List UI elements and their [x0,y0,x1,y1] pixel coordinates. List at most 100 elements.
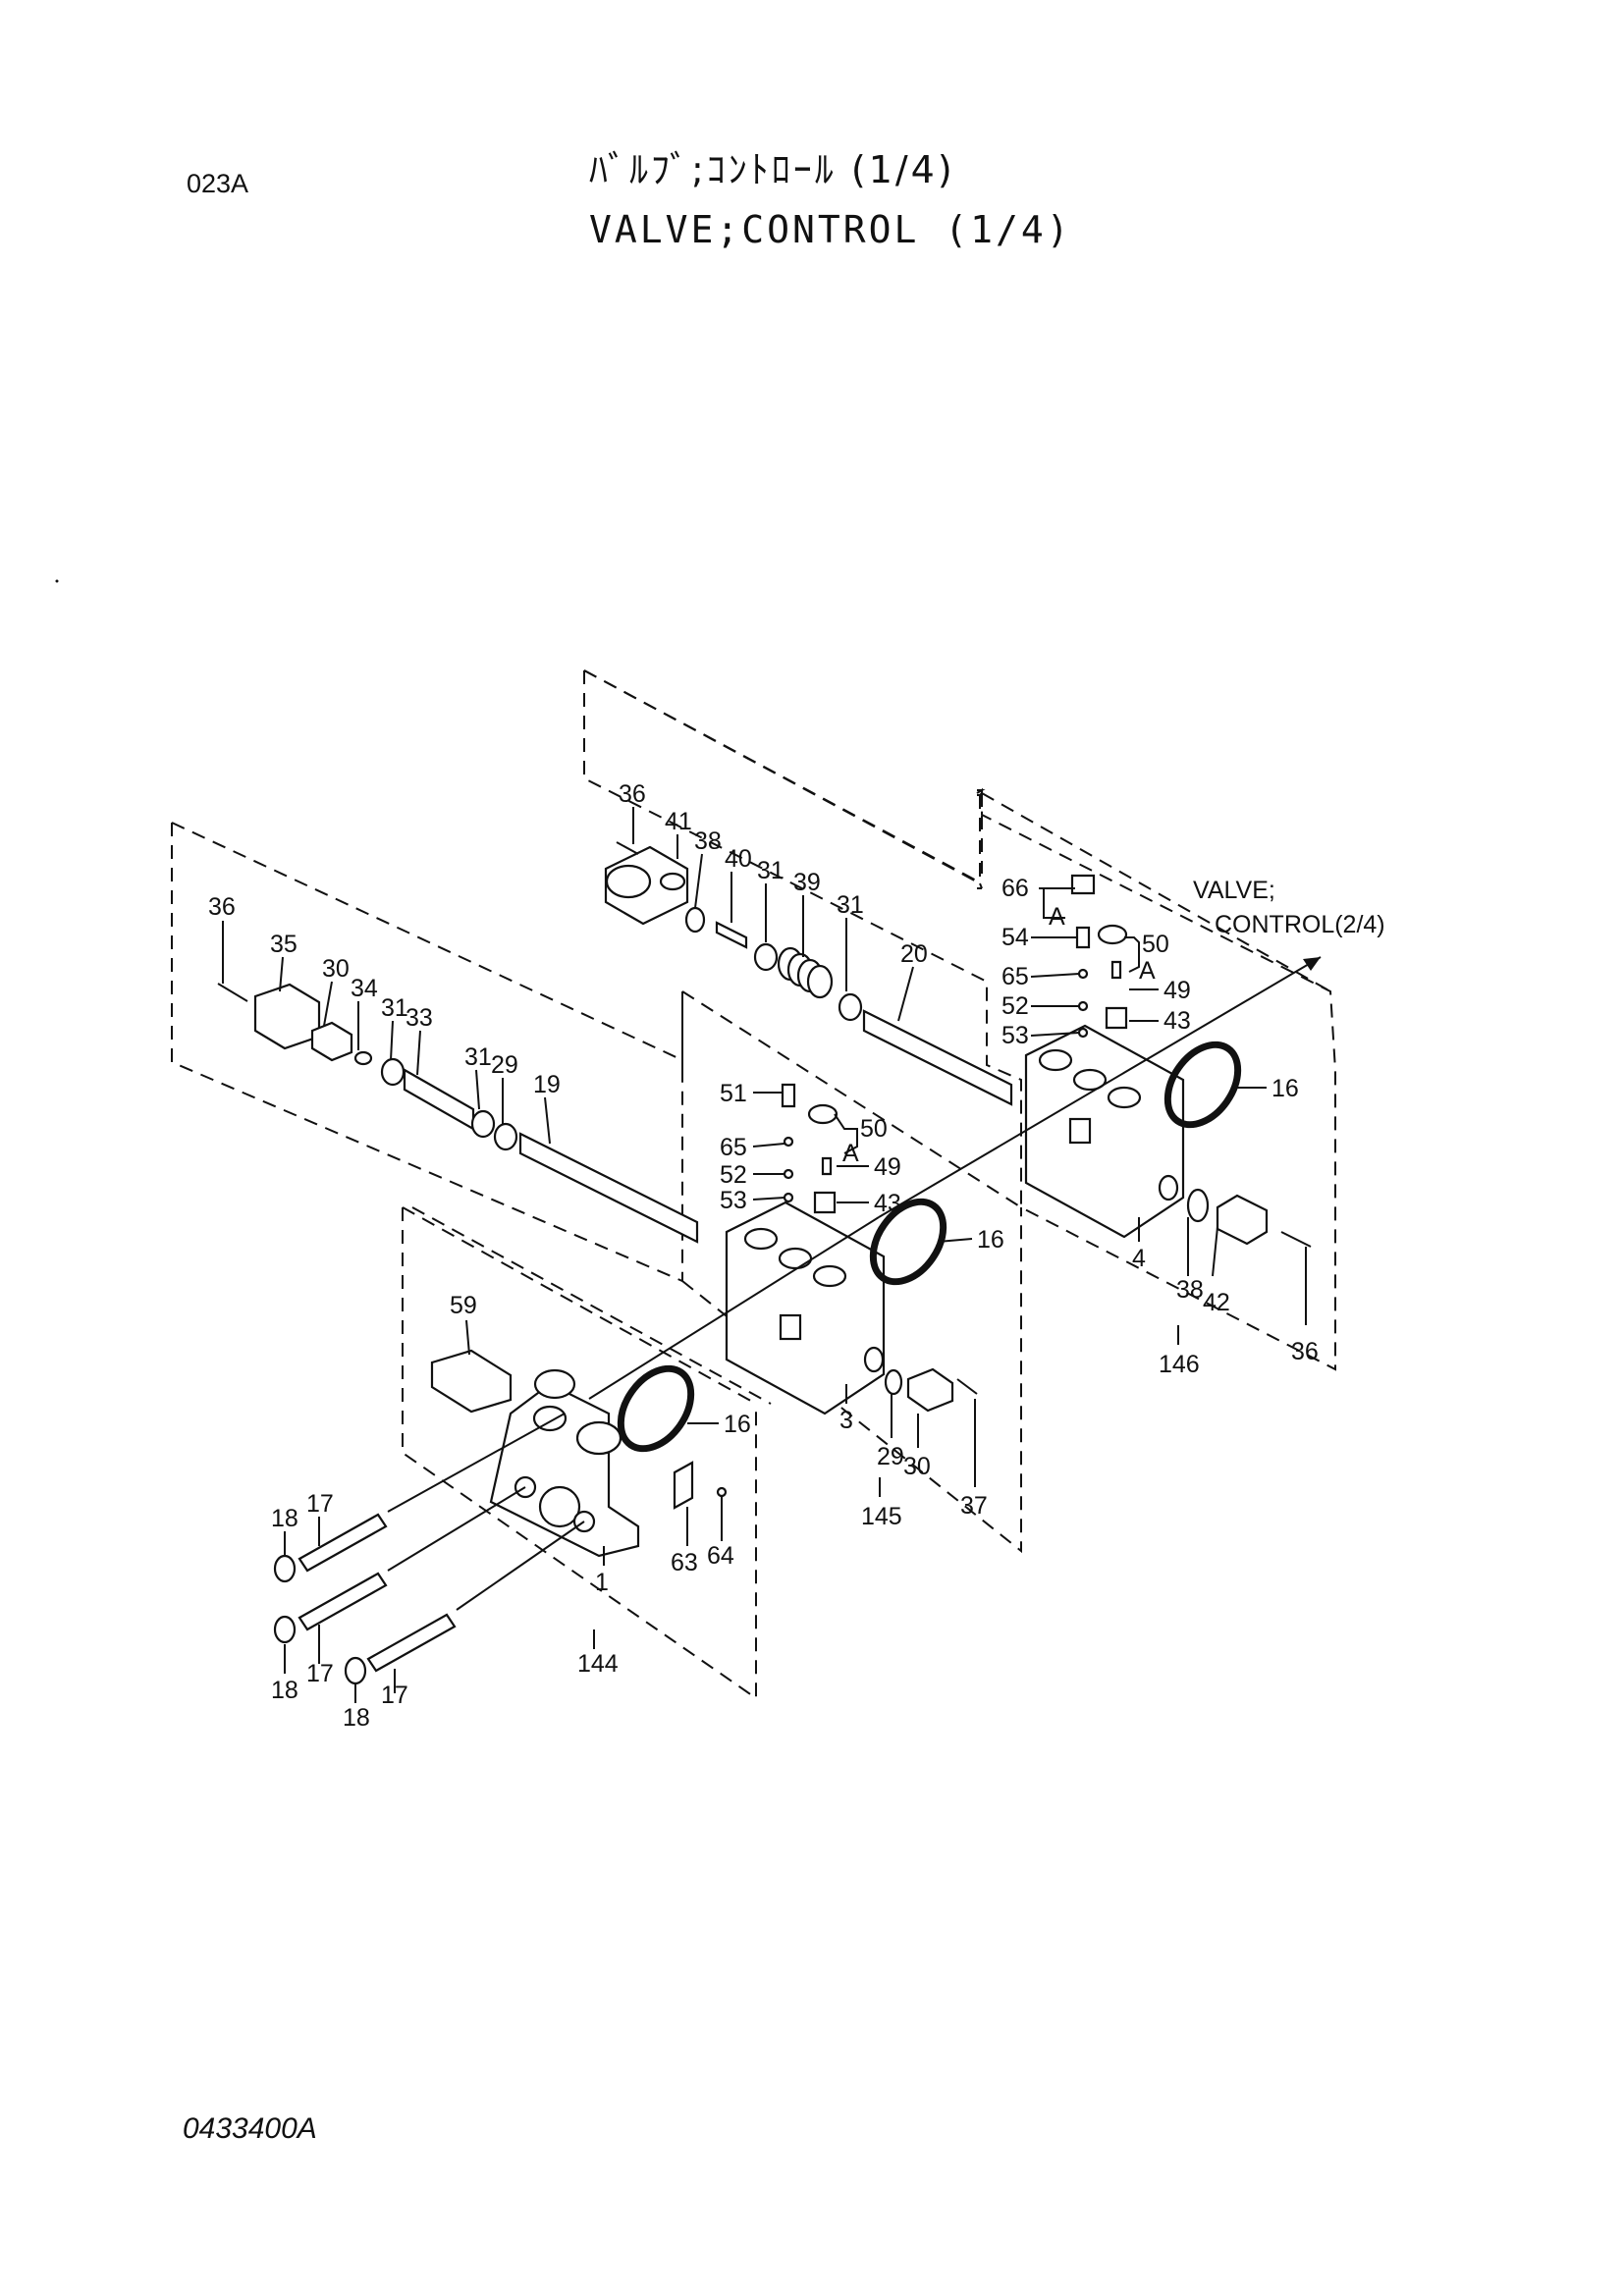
callout-label: 17 [306,1490,334,1518]
callout-label: 35 [270,931,298,958]
spool-20 [862,1009,1013,1106]
ring-65 [1077,968,1089,980]
plug-66 [1070,874,1096,895]
callout-label: 39 [793,869,821,896]
ring-65b [783,1136,794,1148]
spring-33 [403,1068,475,1131]
callout-label: 49 [1163,977,1191,1004]
callout-label: 30 [903,1453,931,1480]
callout-label: 31 [381,994,408,1022]
callout-label: 36 [619,780,646,808]
callout-label: 41 [665,808,692,835]
callout-label: 40 [725,845,752,873]
o-ring-38 [684,906,706,934]
cap-50b [807,1103,839,1125]
cap-35 [253,983,321,1050]
callout-label: 50 [1142,931,1169,958]
callout-label: 53 [1001,1022,1029,1049]
callout-label: 16 [724,1411,751,1438]
callout-label: 42 [1203,1289,1230,1316]
check-54 [1075,926,1091,949]
callout-label: 36 [1291,1338,1319,1365]
arrow-head [1303,957,1321,971]
poppet-43 [1105,1006,1128,1030]
tie-bolt-middle [273,1572,388,1644]
callout-label: 146 [1159,1351,1200,1378]
reference-text: CONTROL(2/4) [1215,911,1385,938]
callout-label: A [842,1140,859,1167]
callout-label: 19 [533,1071,561,1098]
callout-label: 37 [960,1492,988,1520]
callout-label: A [1139,957,1156,985]
ring-52b [783,1168,794,1180]
callout-label: 51 [720,1080,747,1107]
washer-29 [493,1122,518,1151]
callout-label: 43 [874,1190,901,1217]
callout-label: 31 [757,857,784,884]
spring-49 [1110,960,1122,980]
callout-label: 16 [977,1226,1004,1254]
callout-label: 1 [595,1569,609,1596]
callout-label: 38 [1176,1276,1204,1304]
valve-body-4 [1024,1024,1185,1239]
tie-bolt-lower [344,1613,457,1685]
callout-label: 18 [343,1704,370,1732]
callout-label: 17 [306,1660,334,1687]
callout-label: 30 [322,955,350,983]
callout-label: 4 [1132,1245,1146,1272]
ring-52 [1077,1000,1089,1012]
callout-label: 52 [1001,992,1029,1020]
plate-63 [673,1461,694,1510]
callout-label: 49 [874,1153,901,1181]
ring-53b [783,1192,794,1203]
callout-label: 18 [271,1677,298,1704]
drawing-code: 023A [187,169,249,198]
o-ring-16a [1163,1041,1242,1129]
callout-label: 53 [720,1187,747,1214]
title-english: VALVE;CONTROL (1/4) [589,208,1072,251]
callout-labels: 36 41 38 40 31 39 31 20 66 A 50 A 54 65 … [208,780,1385,1732]
relief-valve-59 [430,1349,513,1414]
callout-label: 65 [1001,963,1029,990]
flange-42 [1216,1194,1269,1246]
callout-label: 65 [720,1134,747,1161]
plate-30b [906,1367,954,1413]
callout-label: 144 [577,1650,619,1678]
ring-53 [1077,1027,1089,1039]
poppet-43b [813,1191,837,1214]
callout-label: 63 [671,1549,698,1576]
plate-30 [310,1021,353,1062]
seat-31d [470,1109,496,1139]
callout-label: 145 [861,1503,902,1530]
solenoid-cap-41 [604,845,689,926]
callout-label: 20 [900,940,928,968]
inlet-body-1 [489,1368,640,1558]
reference-text: VALVE; [1193,877,1275,904]
callout-label: 59 [450,1292,477,1319]
callout-label: 18 [271,1505,298,1532]
seat-31 [753,942,779,972]
callout-label: 31 [464,1043,492,1071]
spool-cap-40 [715,921,748,949]
group-145 [171,822,1022,1554]
seat-31b [838,992,863,1022]
callout-label: A [1049,903,1065,931]
cap-50 [1097,924,1128,945]
callout-label: 64 [707,1542,734,1570]
callout-label: 29 [491,1051,518,1079]
spring-39 [777,946,834,999]
callout-label: 34 [351,975,378,1002]
screw-64 [716,1486,728,1498]
callout-label: 66 [1001,875,1029,902]
callout-label: 29 [877,1443,904,1470]
spring-49b [821,1156,833,1176]
callout-label: 17 [381,1682,408,1709]
o-ring-38b [1186,1188,1210,1223]
valve-body-3 [725,1201,886,1415]
washer-29b [884,1368,903,1396]
spool-19 [518,1132,699,1244]
leader-lines [222,807,1307,1703]
o-ring-16b [869,1198,947,1286]
group-144 [273,1206,772,1700]
